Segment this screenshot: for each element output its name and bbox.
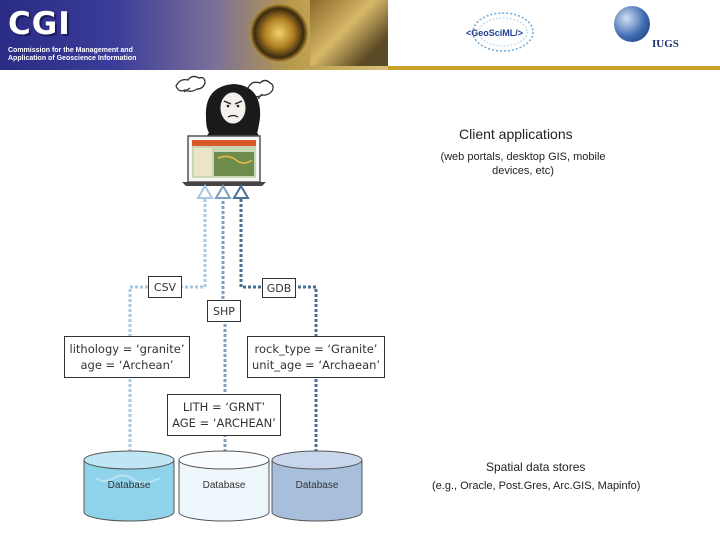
database-3-label: Database [295,480,339,491]
cgi-logo: CGI [8,6,71,42]
gear-image [250,4,308,62]
commission-line-1: Commission for the Management and [8,47,133,54]
laptop-icon [182,135,266,186]
database-3-icon [271,450,363,522]
attribute-age: age = ‘Archean’ [80,358,174,372]
rock-photo [310,0,388,66]
header-banner: CGI Commission for the Management and Ap… [0,0,388,70]
iugs-logo: IUGS [652,38,679,50]
arrow-csv [196,184,214,199]
attribute-age-code: AGE = ‘ARCHEAN’ [172,416,276,430]
csv-format-box: CSV [148,276,182,298]
header-rule [388,66,720,70]
gdb-format-box: GDB [262,278,296,298]
commission-title: Commission for the Management and Applic… [8,47,188,63]
attribute-unit-age: unit_age = ‘Archaean’ [251,358,381,372]
iugs-globe-icon [614,6,650,42]
database-1-label: Database [107,480,151,491]
shp-format-box: SHP [207,300,241,322]
commission-line-2: Application of Geoscience Information [8,55,137,62]
attribute-lith: LITH = ‘GRNT’ [182,400,266,414]
arrow-shp [214,184,232,199]
arrow-gdb [232,184,250,199]
database-2-label: Database [202,480,246,491]
attribute-box-store-1: lithology = ‘granite’ age = ‘Archean’ [64,336,190,378]
database-2-icon [178,450,270,522]
spatial-data-stores-title: Spatial data stores [486,460,586,474]
client-applications-title: Client applications [459,126,573,142]
client-applications-subtitle: (web portals, desktop GIS, mobile device… [440,151,606,177]
frustrated-user-icon [175,75,274,138]
database-1-icon [83,450,175,522]
attribute-box-store-3: LITH = ‘GRNT’ AGE = ‘ARCHEAN’ [167,394,281,436]
attribute-box-store-2: rock_type = ‘Granite’ unit_age = ‘Archae… [247,336,385,378]
attribute-lithology: lithology = ‘granite’ [69,342,185,356]
geosciml-logo: <GeoSciML/> [466,28,524,38]
spatial-data-stores-subtitle: (e.g., Oracle, Post.Gres, Arc.GIS, Mapin… [432,480,641,492]
attribute-rock-type: rock_type = ‘Granite’ [254,342,378,356]
geosciml-logo-graphic [472,12,534,52]
